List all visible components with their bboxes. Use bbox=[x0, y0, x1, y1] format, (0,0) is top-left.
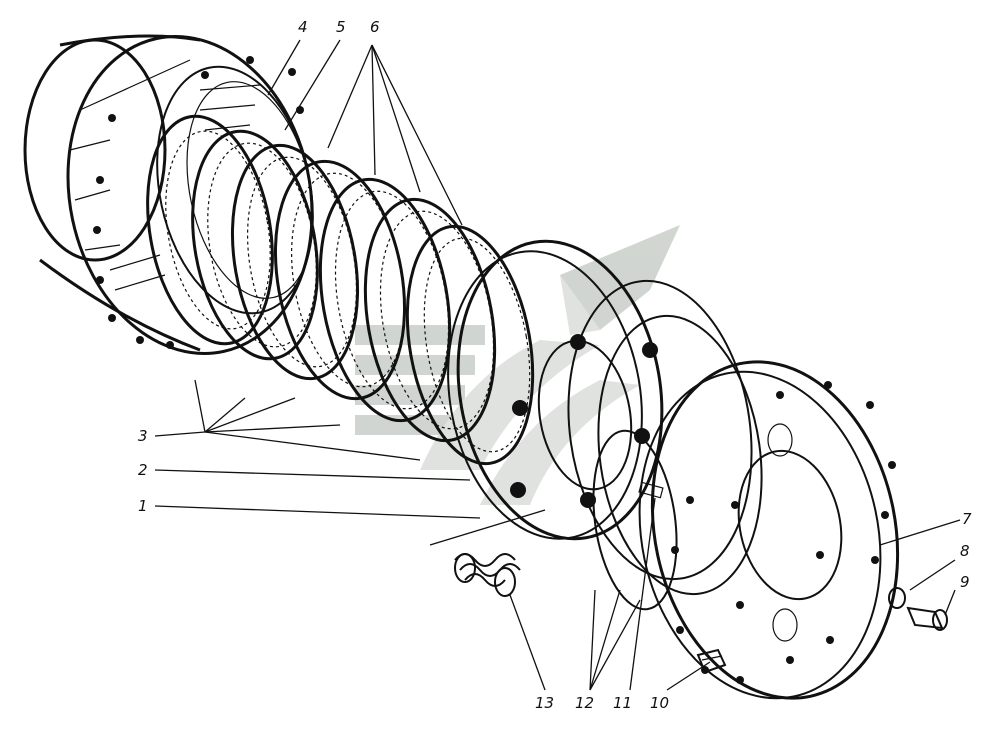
o-rings bbox=[567, 279, 763, 611]
clutch-housing-drum bbox=[23, 34, 314, 355]
end-cover bbox=[638, 360, 900, 700]
callout-10: 10 bbox=[650, 694, 669, 712]
spring bbox=[454, 553, 521, 597]
bolt bbox=[906, 606, 948, 631]
callout-3: 3 bbox=[138, 427, 148, 445]
washer bbox=[888, 587, 906, 609]
callout-labels: 1 2 3 4 5 6 7 8 9 10 11 12 13 bbox=[138, 18, 972, 712]
callout-8: 8 bbox=[960, 542, 970, 560]
callout-5: 5 bbox=[336, 18, 346, 36]
watermark-logo bbox=[355, 225, 680, 505]
callout-1: 1 bbox=[138, 497, 148, 515]
callout-11: 11 bbox=[613, 694, 632, 712]
callout-4: 4 bbox=[298, 18, 308, 36]
callout-12: 12 bbox=[575, 694, 594, 712]
callout-13: 13 bbox=[535, 694, 554, 712]
housing-bolt-holes bbox=[93, 56, 304, 349]
disc-pack bbox=[146, 114, 535, 466]
callout-6: 6 bbox=[370, 18, 380, 36]
callout-2: 2 bbox=[138, 461, 148, 479]
callout-9: 9 bbox=[960, 573, 970, 591]
pressure-plate bbox=[447, 239, 664, 541]
callout-7: 7 bbox=[962, 510, 972, 528]
leader-lines bbox=[154, 39, 961, 691]
